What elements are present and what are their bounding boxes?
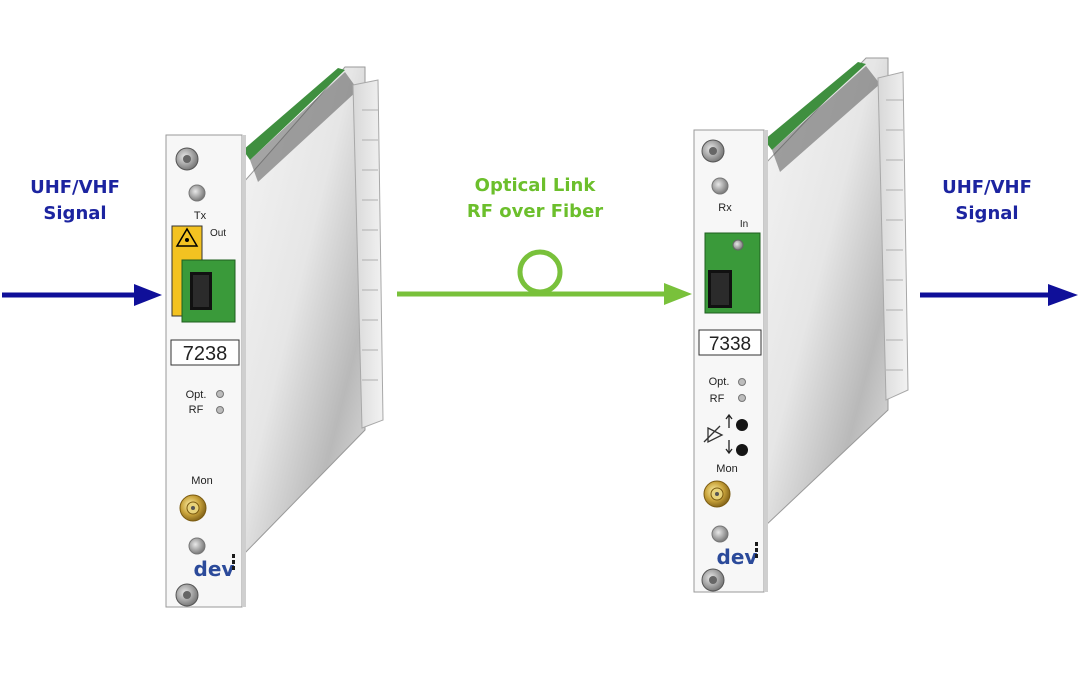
model-number: 7338 <box>709 334 751 355</box>
laser-warning-icon <box>175 227 199 247</box>
panel-screw-icon <box>188 184 206 202</box>
out-label: Out <box>210 228 226 239</box>
optical-link-arrow <box>397 249 692 305</box>
input-signal-arrow <box>2 284 162 306</box>
optical-link-label: Optical Link RF over Fiber <box>450 173 620 225</box>
rear-connector-teeth <box>886 99 903 371</box>
input-signal-label: UHF/VHF Signal <box>20 175 130 227</box>
dev-logo: dev <box>717 545 758 569</box>
led-label-opt: Opt. <box>186 389 207 401</box>
tx-label: Tx <box>194 210 207 222</box>
output-signal-label: UHF/VHF Signal <box>932 175 1042 227</box>
output-signal-arrow <box>920 284 1078 306</box>
rx-label: Rx <box>718 202 732 214</box>
panel-screw-icon <box>188 537 206 555</box>
panel-screw-icon <box>711 177 729 195</box>
gain-down-button[interactable] <box>736 444 748 456</box>
in-label: In <box>740 219 748 230</box>
mon-label: Mon <box>191 475 212 487</box>
rf-led-indicator <box>738 394 746 402</box>
led-label-rf: RF <box>189 404 204 416</box>
optical-link-line2: RF over Fiber <box>466 201 604 222</box>
led-label-opt: Opt. <box>709 376 730 388</box>
mon-bnc-connector[interactable] <box>703 480 731 508</box>
dev-logo: dev <box>194 557 235 581</box>
mon-bnc-connector[interactable] <box>179 494 207 522</box>
amplifier-gain-icon <box>703 425 724 444</box>
opt-led-indicator <box>216 390 224 398</box>
transmitter-module: Tx Out 7238 Opt. RF Mon dev <box>165 66 384 608</box>
model-number: 7238 <box>183 343 228 365</box>
output-signal-line1: UHF/VHF <box>942 177 1032 198</box>
gain-up-button[interactable] <box>736 419 748 431</box>
input-signal-line1: UHF/VHF <box>30 177 120 198</box>
mon-label: Mon <box>716 463 737 475</box>
panel-screw-icon <box>711 525 729 543</box>
gain-down-arrow-icon <box>725 440 733 455</box>
rear-connector-teeth <box>362 109 378 381</box>
optical-link-line1: Optical Link <box>474 175 596 196</box>
gain-up-arrow-icon <box>725 413 733 428</box>
output-signal-line2: Signal <box>955 203 1019 224</box>
opt-led-indicator <box>738 378 746 386</box>
receiver-module: Rx In 7338 Opt. RF Mon <box>693 57 909 593</box>
input-signal-line2: Signal <box>43 203 107 224</box>
led-label-rf: RF <box>710 393 725 405</box>
rf-led-indicator <box>216 406 224 414</box>
